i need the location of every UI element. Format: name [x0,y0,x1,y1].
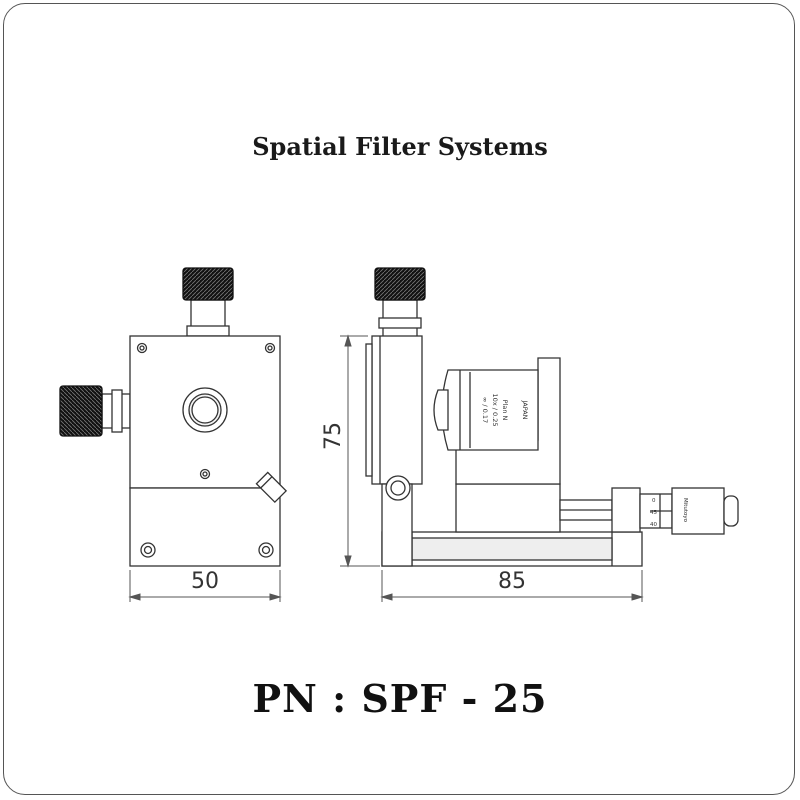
dimension-length-label: 85 [498,569,526,594]
dimension-front-width [128,570,282,602]
part-number: PN : SPF - 25 [252,676,548,721]
micrometer-scale-0: 0 [652,498,656,504]
objective-line2: 10x / 0.25 [491,394,499,427]
dimension-height-label: 75 [321,422,346,450]
svg-text:Mitutoyo: Mitutoyo [682,498,688,523]
page-title: Spatial Filter Systems [252,132,548,161]
dimension-side-height [340,334,380,568]
micrometer-scale-40: 40 [650,522,657,528]
micrometer-scale-45: 45 [650,510,657,516]
top-adjuster-knob [182,267,234,339]
objective-engraving: JAPAN Plan N 10x / 0.25 ∞ / 0.17 [481,394,529,427]
side-view [365,267,739,567]
microscope-objective [433,369,539,451]
side-top-knob [374,267,426,339]
objective-brand: JAPAN [521,399,529,419]
front-view [59,267,288,567]
dimension-side-width [380,570,644,602]
objective-line1: Plan N [501,400,509,421]
dimension-width-label: 50 [191,569,219,594]
side-adjuster-knob [59,385,131,437]
lock-screw [255,471,288,504]
micrometer [611,487,739,535]
objective-line3: ∞ / 0.17 [481,397,489,423]
micrometer-brand-label: Mitutoyo [682,498,688,523]
carriage [455,483,561,533]
